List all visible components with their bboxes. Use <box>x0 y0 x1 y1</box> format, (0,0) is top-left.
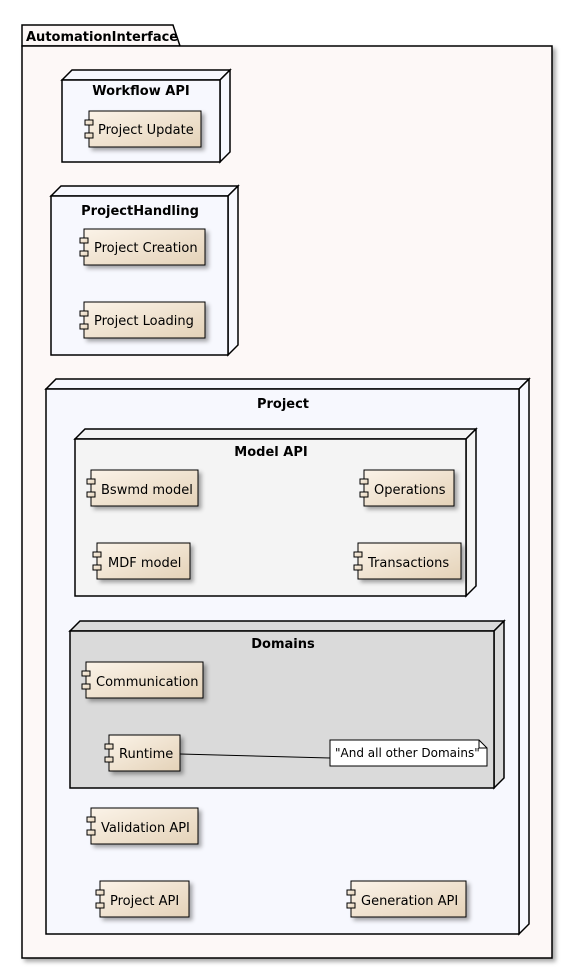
component-project-api[interactable]: Project API <box>95 880 190 918</box>
component-label: Project Creation <box>94 241 198 256</box>
node-title-domains: Domains <box>251 637 315 652</box>
component-label: Runtime <box>119 747 173 762</box>
component-mdf-model[interactable]: MDF model <box>92 542 191 580</box>
component-label: MDF model <box>108 556 181 571</box>
note: "And all other Domains" <box>329 739 488 767</box>
component-communication[interactable]: Communication <box>81 661 204 699</box>
component-project-update[interactable]: Project Update <box>84 110 202 148</box>
component-generation-api[interactable]: Generation API <box>346 880 467 918</box>
component-validation-api[interactable]: Validation API <box>86 807 199 845</box>
component-label: Communication <box>96 675 198 690</box>
component-label: Project Loading <box>94 314 194 329</box>
node-title-model-api: Model API <box>234 445 307 460</box>
note-text: "And all other Domains" <box>335 746 480 760</box>
node-title-project: Project <box>257 397 309 412</box>
component-label: Validation API <box>101 821 190 836</box>
component-transactions[interactable]: Transactions <box>353 542 462 580</box>
component-label: Project Update <box>98 123 194 138</box>
note-connector <box>179 753 331 759</box>
component-bswmd-model[interactable]: Bswmd model <box>86 469 199 507</box>
component-label: Generation API <box>361 894 458 909</box>
component-label: Bswmd model <box>101 483 193 498</box>
component-label: Transactions <box>367 556 449 571</box>
component-label: Operations <box>374 483 446 498</box>
node-title-workflow-api: Workflow API <box>92 84 189 99</box>
component-label: Project API <box>110 894 179 909</box>
component-project-loading[interactable]: Project Loading <box>79 301 206 339</box>
component-project-creation[interactable]: Project Creation <box>79 228 206 266</box>
node-title-project-handling: ProjectHandling <box>81 204 199 219</box>
component-operations[interactable]: Operations <box>359 469 455 507</box>
package-title: AutomationInterface <box>26 30 178 45</box>
component-runtime[interactable]: Runtime <box>104 734 181 772</box>
